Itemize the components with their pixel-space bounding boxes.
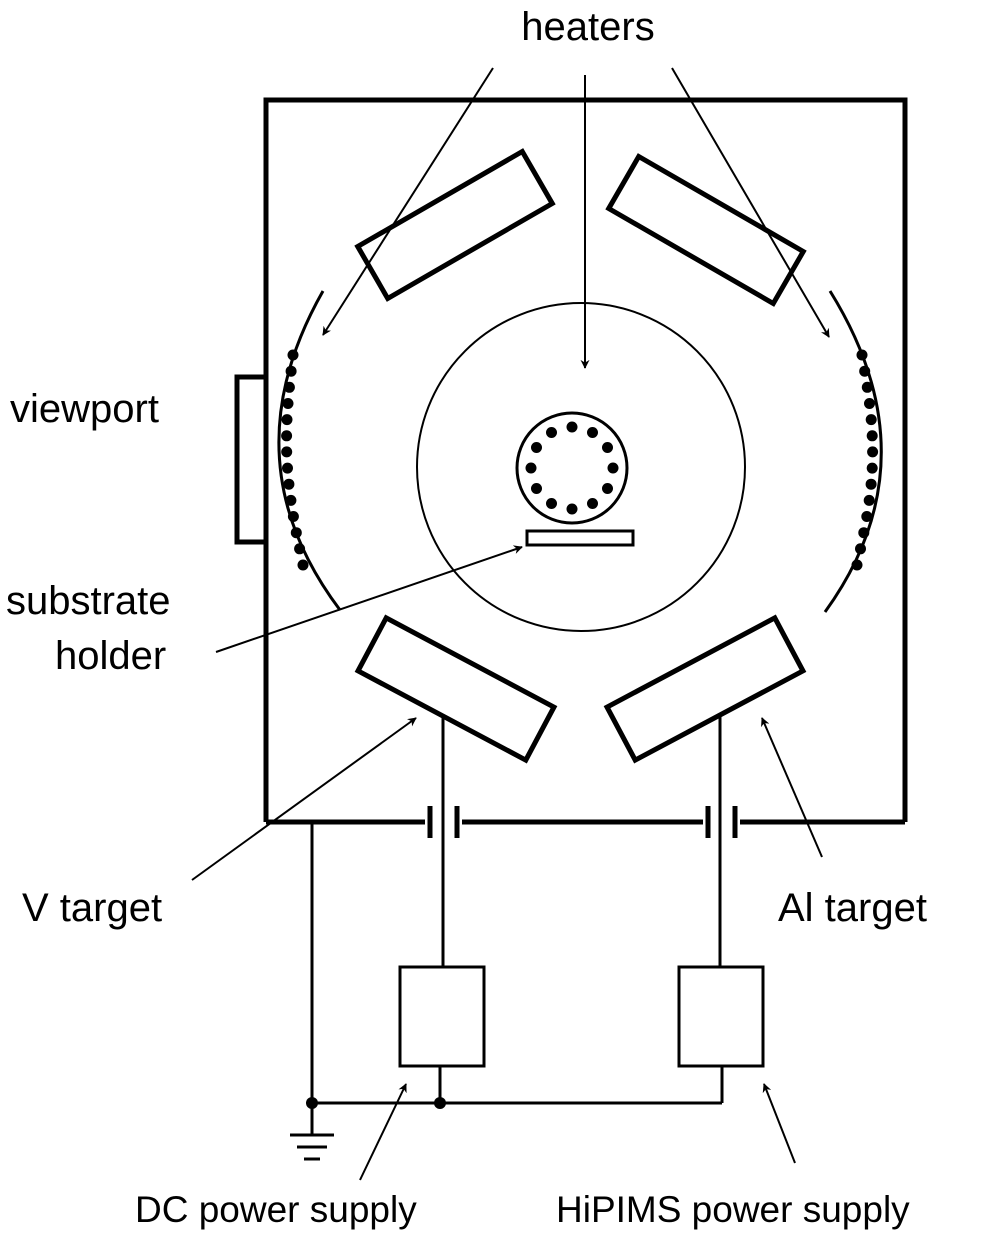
ground-junction-left [306, 1097, 318, 1109]
substrate-holder-label-line1: substrate [6, 579, 171, 623]
substrate-stage-circle [416, 302, 746, 632]
v-target-arrow [191, 717, 417, 881]
central-heater-dot [531, 442, 542, 453]
central-heater-dot [546, 498, 557, 509]
heaters-arrow-right [671, 67, 830, 338]
right-heater-dot [858, 527, 870, 539]
heater-upper-right [605, 153, 807, 307]
central-heater-dot [566, 503, 578, 515]
right-heater-dot [865, 478, 877, 490]
left-heater-coil [281, 349, 309, 571]
right-shield-arc [823, 290, 883, 613]
al-target-block [603, 614, 807, 764]
central-heater-dot [566, 421, 578, 433]
central-heater-dot [525, 462, 537, 474]
left-heater-dot [281, 446, 293, 458]
v-target-block [354, 614, 558, 764]
hipims-power-supply-box [677, 965, 765, 1068]
right-heater-dot [861, 381, 873, 393]
left-heater-dot [287, 349, 299, 361]
al-target-label: Al target [778, 886, 927, 930]
left-heater-dot [287, 511, 299, 522]
ground-junction-right [434, 1097, 446, 1109]
central-heater-dot [531, 483, 542, 494]
left-heater-dot [281, 430, 293, 442]
dc-power-supply-box [398, 965, 486, 1068]
central-heater-dot [587, 427, 598, 438]
central-heater-dot [587, 498, 598, 509]
right-heater-dot [856, 349, 868, 361]
left-heater-dot [285, 494, 297, 506]
central-heater-dot [546, 427, 557, 438]
left-heater-dot [282, 398, 294, 409]
viewport-label: viewport [10, 387, 159, 431]
substrate-holder-plate [525, 529, 635, 547]
substrate-holder-label-line2: holder [55, 634, 166, 678]
right-heater-coil [851, 349, 879, 571]
substrate-holder-arrow [215, 545, 523, 653]
left-heater-dot [283, 381, 295, 393]
ground-symbol [290, 1133, 334, 1161]
left-shield-arc [277, 290, 342, 611]
viewport-window [234, 374, 269, 545]
central-heater-dot [602, 483, 613, 494]
left-heater-dot [294, 543, 306, 555]
heater-upper-left [354, 148, 556, 302]
left-heater-dot [283, 478, 295, 490]
left-heater-dot [285, 365, 297, 377]
central-heater-circle [515, 411, 629, 525]
left-heater-dot [290, 527, 302, 539]
right-heater-dot [859, 365, 871, 377]
hipims-supply-arrow [762, 1083, 796, 1164]
right-heater-dot [861, 511, 873, 522]
left-heater-dot [281, 414, 293, 426]
hipims-power-supply-label: HiPIMS power supply [556, 1189, 910, 1230]
al-target-arrow [761, 717, 823, 858]
dc-power-supply-label: DC power supply [135, 1189, 417, 1230]
right-heater-dot [866, 462, 878, 474]
right-heater-dot [864, 398, 875, 409]
right-heater-dot [855, 543, 866, 555]
right-heater-dot [867, 446, 879, 458]
central-heater-coil [525, 421, 619, 515]
central-heater-dot [602, 442, 613, 453]
central-heater-dot [607, 462, 619, 474]
v-target-label: V target [22, 886, 162, 930]
dc-supply-arrow [359, 1083, 407, 1181]
right-heater-dot [863, 494, 875, 506]
left-heater-dot [297, 559, 309, 571]
heaters-arrow-left [322, 67, 494, 336]
left-heater-dot [282, 462, 293, 474]
right-heater-dot [865, 414, 877, 426]
right-heater-dot [866, 430, 878, 442]
heaters-label: heaters [521, 5, 654, 49]
right-heater-dot [851, 559, 863, 571]
